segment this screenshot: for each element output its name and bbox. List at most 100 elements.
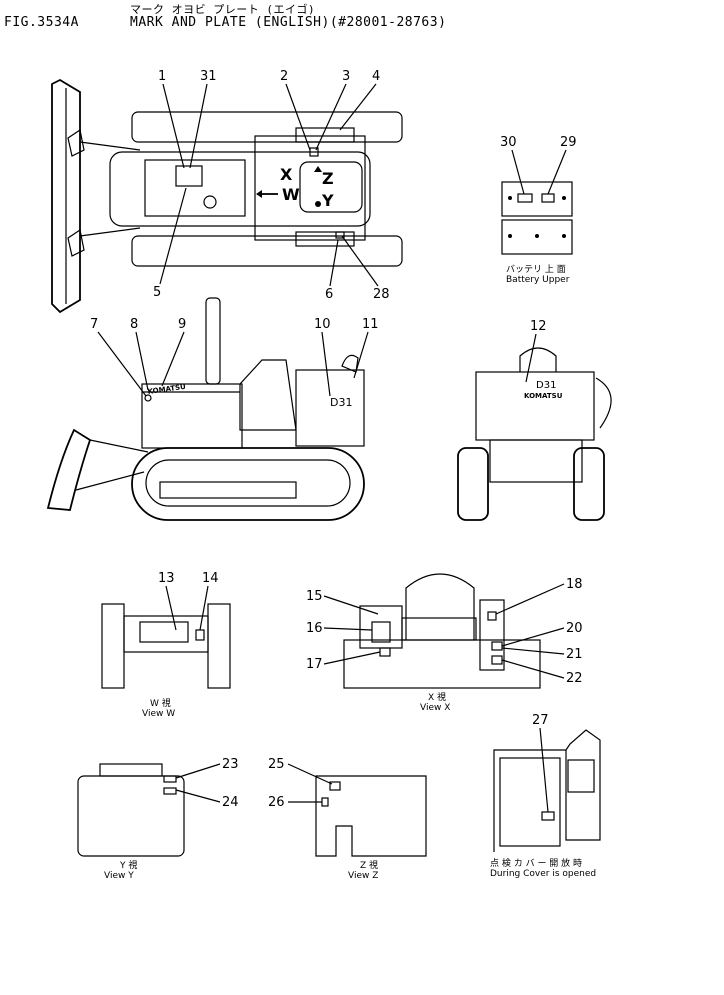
track-top-left (131, 111, 403, 143)
view-w-caption-en: View W (142, 709, 175, 719)
exhaust-pipe (205, 297, 221, 385)
callout-4: 4 (372, 69, 380, 84)
view-letter-w: W (282, 185, 300, 204)
dozer-top-view: X W Z Y 1 31 2 3 4 5 6 28 (51, 69, 403, 314)
callout-11: 11 (362, 317, 379, 332)
rear-track-left (457, 447, 489, 521)
view-y-cap (99, 763, 163, 777)
callout-31: 31 (200, 69, 217, 84)
hood-top (109, 151, 371, 227)
callout-27: 27 (532, 713, 549, 728)
view-x-caption-jp: X 視 (428, 691, 446, 703)
callout-23: 23 (222, 757, 239, 772)
battery-upper-view: 30 29 バッテリ 上 面 Battery Upper (500, 135, 577, 285)
view-z-plate-26 (321, 797, 329, 807)
view-letter-x: X (280, 165, 293, 184)
callout-25: 25 (268, 757, 285, 772)
view-x-caption-en: View X (420, 703, 450, 713)
callout-18: 18 (566, 577, 583, 592)
callout-3: 3 (342, 69, 350, 84)
callout-15: 15 (306, 589, 323, 604)
rear-seat (519, 347, 557, 372)
callout-1: 1 (158, 69, 166, 84)
battery-caption-en: Battery Upper (506, 275, 570, 285)
cover-plate-27 (541, 811, 555, 821)
blade-side (46, 428, 92, 511)
view-z-caption-jp: Z 視 (360, 859, 378, 871)
callout-20: 20 (566, 621, 583, 636)
view-x-seat (405, 573, 475, 640)
track-frame (159, 481, 297, 499)
engine-hood-panel (144, 159, 246, 217)
view-y: 23 24 Y 視 View Y (77, 757, 239, 881)
plate-1-top (175, 165, 203, 187)
model-plate-side: D31 (330, 396, 352, 409)
view-y-caption-jp: Y 視 (119, 859, 137, 871)
view-x: 15 16 17 18 20 21 22 X 視 View X (306, 573, 583, 713)
battery-caption-jp: バッテリ 上 面 (506, 264, 566, 275)
callout-28: 28 (373, 287, 390, 302)
engine-hood-side (141, 383, 243, 449)
view-w-plate-13 (139, 621, 189, 643)
brand-plate-rear: KOMATSU (524, 392, 563, 400)
view-w-right-post (207, 603, 231, 689)
model-plate-rear: D31 (536, 380, 556, 391)
cover-body (493, 729, 601, 852)
callout-9: 9 (178, 317, 186, 332)
cover-panel (499, 757, 561, 847)
view-x-right-tank (479, 599, 505, 671)
view-z-plate-25 (329, 781, 341, 791)
view-y-caption-en: View Y (104, 871, 134, 881)
battery-1 (501, 181, 573, 217)
callout-6: 6 (325, 287, 333, 302)
view-letter-y: Y (321, 191, 334, 210)
view-w-caption-jp: W 視 (150, 697, 171, 709)
view-w-left-post (101, 603, 125, 689)
callout-14: 14 (202, 571, 219, 586)
battery-plate-30 (517, 193, 533, 203)
view-z-caption-en: View Z (348, 871, 378, 881)
rear-body (475, 371, 595, 441)
battery-plate-29 (541, 193, 555, 203)
fender-top-right (295, 231, 355, 247)
rear-fender-curve (595, 377, 612, 429)
callout-26: 26 (268, 795, 285, 810)
callout-24: 24 (222, 795, 239, 810)
callout-13: 13 (158, 571, 175, 586)
track-top-right (131, 235, 403, 267)
view-w-dash (123, 615, 209, 653)
subtitle-japanese: マーク オヨビ プレート (エイゴ) (130, 3, 316, 16)
view-x-plate-18 (487, 611, 497, 621)
callout-16: 16 (306, 621, 323, 636)
callout-21: 21 (566, 647, 583, 662)
cover-caption-jp: 点 検 カ バ ー 開 放 時 (490, 857, 582, 869)
view-x-plate-17 (379, 647, 391, 657)
page-title: MARK AND PLATE (ENGLISH)(#28001-28763) (130, 15, 447, 30)
callout-2: 2 (280, 69, 288, 84)
callout-12: 12 (530, 319, 547, 334)
view-x-plate-20 (491, 641, 503, 651)
view-x-plate-16 (371, 621, 391, 643)
cover-caption-en: During Cover is opened (490, 869, 596, 879)
view-x-plate-22 (491, 655, 503, 665)
callout-8: 8 (130, 317, 138, 332)
cover-grille (567, 759, 595, 793)
view-w-plate-14 (195, 629, 205, 641)
cover-opened-view: 27 点 検 カ バ ー 開 放 時 During Cover is opene… (490, 713, 601, 879)
view-letter-z: Z (322, 169, 334, 188)
rear-track-right (573, 447, 605, 521)
fender-top-left (295, 127, 355, 143)
view-y-plate-23 (163, 775, 177, 783)
callout-30: 30 (500, 135, 517, 150)
dozer-rear-view: D31 KOMATSU 12 (457, 319, 612, 521)
callout-10: 10 (314, 317, 331, 332)
cab-side (239, 359, 297, 431)
view-z-tank (315, 775, 427, 857)
view-z: 25 26 Z 視 View Z (268, 757, 427, 881)
callout-5: 5 (153, 285, 161, 300)
callout-17: 17 (306, 657, 323, 672)
callout-22: 22 (566, 671, 583, 686)
fuel-tank-side (295, 369, 365, 447)
view-y-plate-24 (163, 787, 177, 795)
